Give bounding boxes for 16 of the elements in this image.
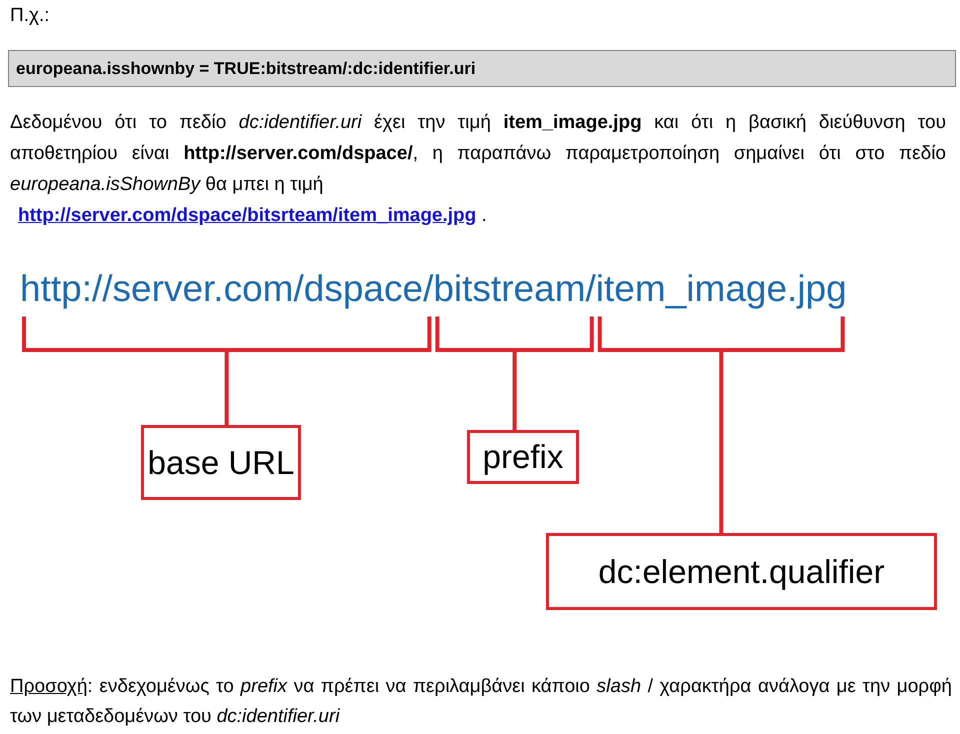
part-box: [141, 425, 301, 500]
example-heading: Π.χ.:: [10, 4, 50, 28]
bracket-leader-line: [435, 314, 594, 430]
url-link: http://server.com/dspace/bitsrteam/item_image.jpg: [18, 205, 476, 226]
part-name-text: dc:element.qualifier: [598, 552, 885, 590]
part-name-text: base URL: [148, 444, 294, 482]
code-banner: [8, 50, 956, 87]
config-code-text: europeana.isshownby = TRUE:bitstream/:dc:identifier.uri: [16, 58, 476, 78]
bracket-leader-line: [598, 314, 845, 533]
part-name-text: prefix: [482, 438, 564, 476]
url-text: http://server.com/dspace/bitstream/item_image.jpg: [20, 268, 847, 317]
bracket-leader-line: [22, 314, 432, 425]
explanation-paragraph: Δεδομένου ότι το πεδίο dc:identifier.uri έχει την τιμή item_image.jpg και ότι η βασική διεύθυνση του αποθετηρίου είναι http://server.com/dspace/, η παραπάνω παραμετροποίηση σημαίνει ότι στο πεδίο europeana.isShownBy θα μπει η τιμή http://server.com/dspace/bitsrteam/item_image.jpg .: [10, 111, 946, 228]
part-box: [546, 533, 937, 610]
part-box: [467, 430, 579, 484]
warning-note: Προσοχή: ενδεχομένως το prefix να πρέπει να περιλαμβάνει κάποιο slash / χαρακτήρα ανάλογα με την μορφή των μεταδεδομένων του dc:identifier.uri: [10, 675, 952, 729]
